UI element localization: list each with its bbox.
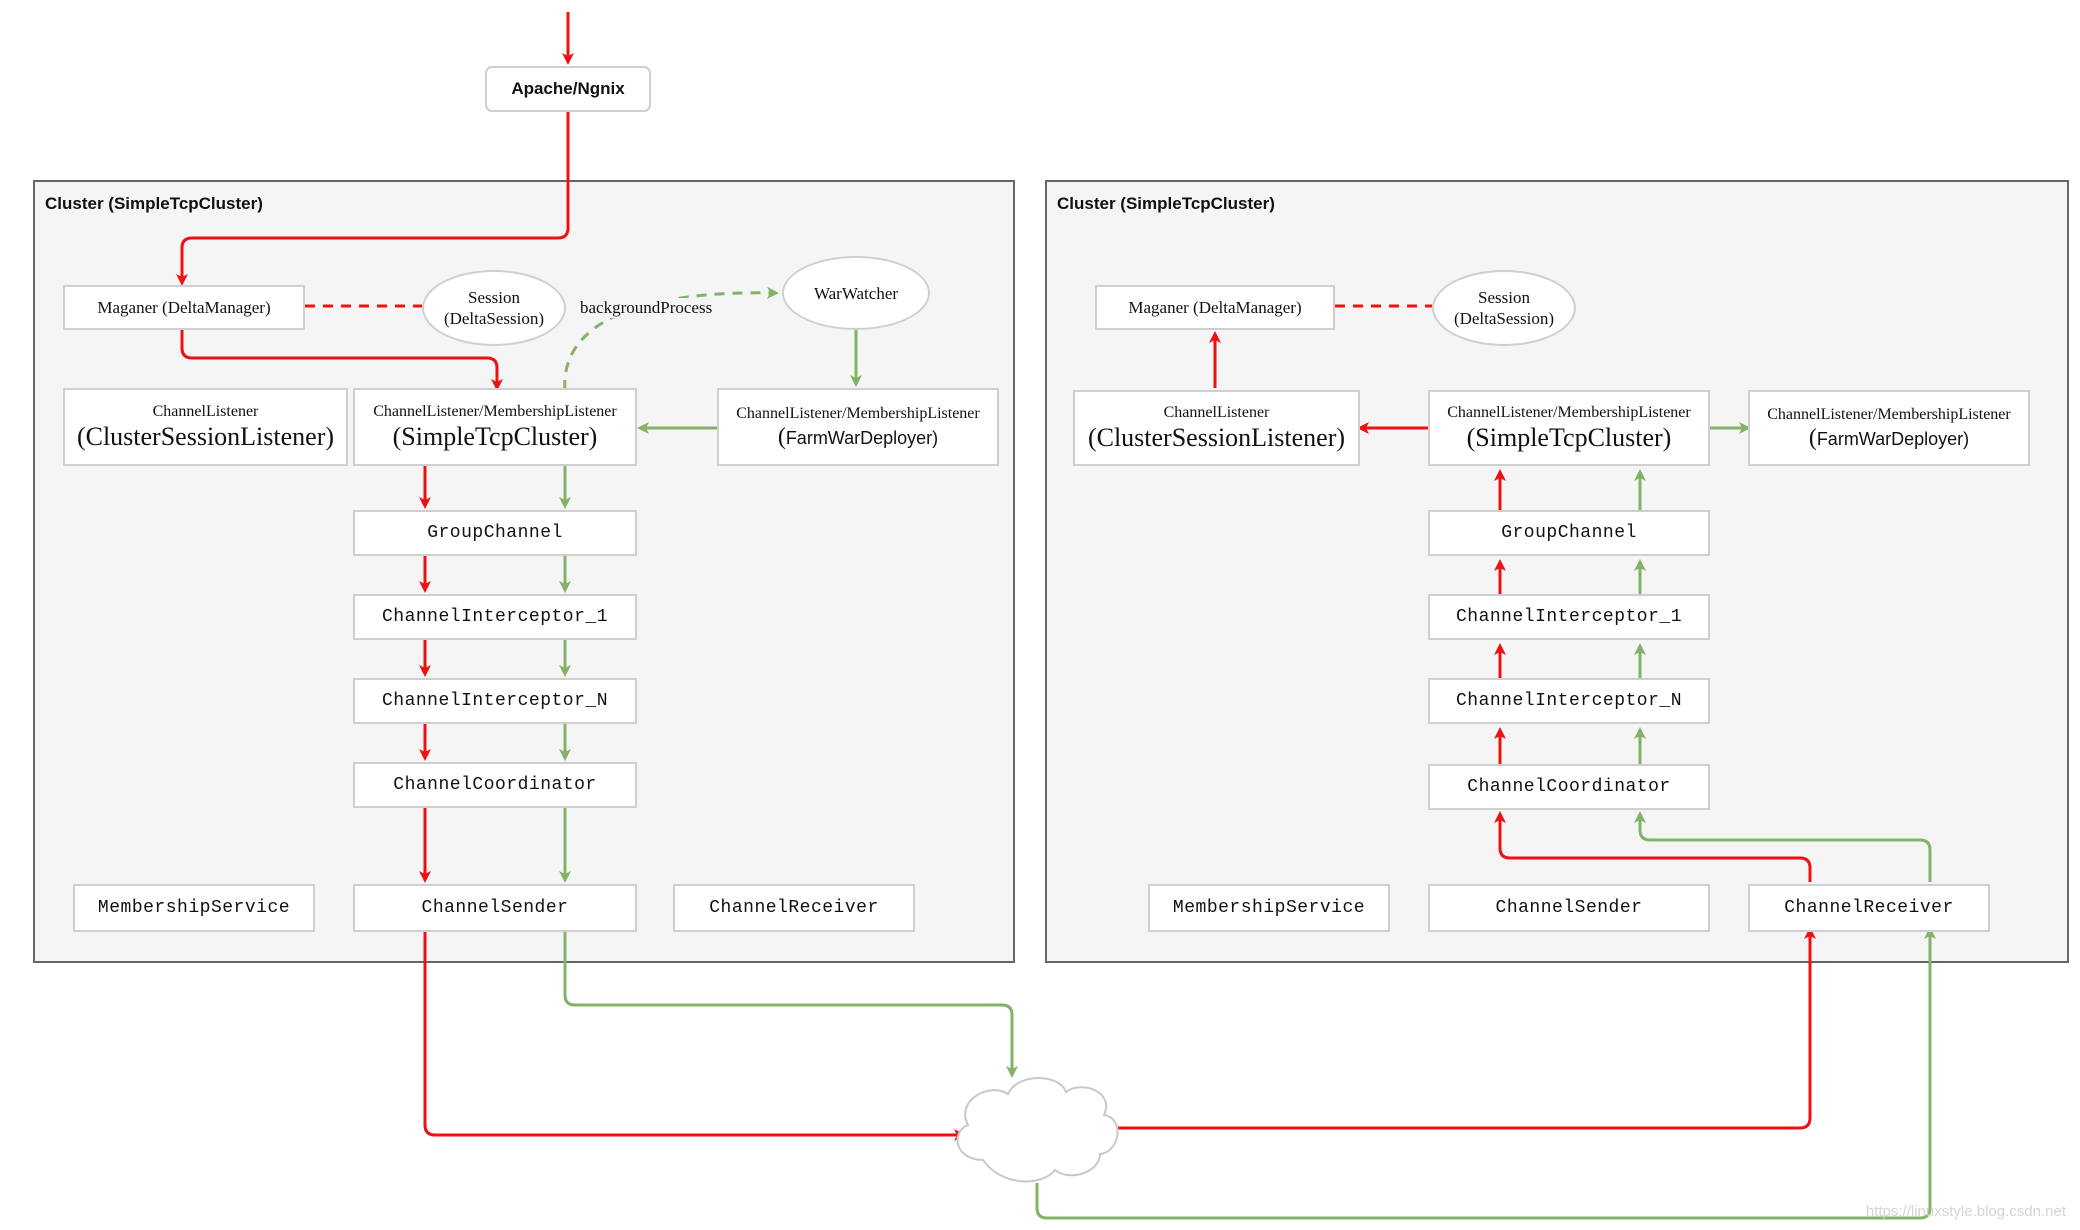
left-session-listener-top: ChannelListener xyxy=(152,403,259,420)
right-farm-listener-top: ChannelListener/MembershipListener xyxy=(1767,405,2011,423)
left-membership-label: MembershipService xyxy=(97,898,291,918)
right-coordinator-box: ChannelCoordinator xyxy=(1428,764,1710,810)
right-farm-listener-mainwrap: (FarmWarDeployer) xyxy=(1809,425,1969,452)
right-coordinator-label: ChannelCoordinator xyxy=(1467,777,1671,797)
left-manager-label: Maganer (DeltaManager) xyxy=(97,297,271,317)
right-sender-box: ChannelSender xyxy=(1428,884,1710,932)
right-interceptor-n-label: ChannelInterceptor_N xyxy=(1455,691,1683,711)
wire-receiver-coordinator-red xyxy=(1494,811,1812,882)
left-interceptor-1-box: ChannelInterceptor_1 xyxy=(353,594,637,640)
right-farm-listener-main: FarmWarDeployer) xyxy=(1816,428,1970,449)
left-cluster-listener-top: ChannelListener/MembershipListener xyxy=(373,403,617,420)
left-interceptor-n-label: ChannelInterceptor_N xyxy=(381,691,609,711)
wire-sender-cloud-red xyxy=(423,932,966,1141)
left-group-channel-label: GroupChannel xyxy=(427,523,563,543)
left-interceptor-1-label: ChannelInterceptor_1 xyxy=(381,607,609,627)
left-session-line2: (DeltaSession) xyxy=(443,309,545,328)
wire-cloud-receiver-green xyxy=(1035,927,1936,1220)
right-manager-box: Maganer (DeltaManager) xyxy=(1095,285,1335,330)
left-farm-listener-top: ChannelListener/MembershipListener xyxy=(736,404,980,422)
right-membership-box: MembershipService xyxy=(1148,884,1390,932)
right-farm-listener-box: ChannelListener/MembershipListener (Farm… xyxy=(1748,390,2030,466)
right-session-listener-main: (ClusterSessionListener) xyxy=(1087,423,1346,452)
right-interceptor-n-box: ChannelInterceptor_N xyxy=(1428,678,1710,724)
right-session-line2: (DeltaSession) xyxy=(1453,309,1555,328)
left-session-ellipse: Session (DeltaSession) xyxy=(422,270,566,346)
wire-background-process xyxy=(563,286,779,391)
left-coordinator-label: ChannelCoordinator xyxy=(393,775,597,795)
apache-nginx-box: Apache/Ngnix xyxy=(485,66,651,112)
left-farm-listener-mainwrap: (FarmWarDeployer) xyxy=(778,424,938,451)
left-session-listener-main: (ClusterSessionListener) xyxy=(76,422,335,451)
right-cluster-listener-main: (SimpleTcpCluster) xyxy=(1466,423,1672,452)
right-session-line1: Session xyxy=(1478,288,1530,307)
left-group-channel-box: GroupChannel xyxy=(353,510,637,556)
wire-apache-manager xyxy=(176,112,570,286)
left-cluster-listener-box: ChannelListener/MembershipListener (Simp… xyxy=(353,388,637,466)
right-group-channel-box: GroupChannel xyxy=(1428,510,1710,556)
network-cloud-icon xyxy=(956,1077,1119,1183)
left-farm-listener-main: FarmWarDeployer) xyxy=(785,427,939,448)
right-cluster-listener-top: ChannelListener/MembershipListener xyxy=(1447,404,1691,421)
left-cluster-listener-main: (SimpleTcpCluster) xyxy=(392,422,598,451)
apache-nginx-label: Apache/Ngnix xyxy=(511,79,625,98)
left-farm-listener-box: ChannelListener/MembershipListener (Farm… xyxy=(717,388,999,466)
wire-cloud-receiver-red xyxy=(1097,927,1816,1130)
left-sender-box: ChannelSender xyxy=(353,884,637,932)
left-session-line1: Session xyxy=(468,288,520,307)
right-session-ellipse: Session (DeltaSession) xyxy=(1432,270,1576,346)
left-receiver-label: ChannelReceiver xyxy=(709,898,879,918)
wire-manager-cluster-left xyxy=(180,330,503,391)
right-interceptor-1-label: ChannelInterceptor_1 xyxy=(1455,607,1683,627)
right-farm-listener-paren: ( xyxy=(1808,424,1817,451)
left-manager-box: Maganer (DeltaManager) xyxy=(63,285,305,330)
right-membership-label: MembershipService xyxy=(1172,898,1366,918)
warwatcher-label: WarWatcher xyxy=(813,283,899,303)
right-receiver-box: ChannelReceiver xyxy=(1748,884,1990,932)
left-session-listener-box: ChannelListener (ClusterSessionListener) xyxy=(63,388,348,466)
wire-receiver-coordinator-green xyxy=(1634,811,1932,882)
right-cluster-title: Cluster (SimpleTcpCluster) xyxy=(1057,194,1275,213)
right-group-channel-label: GroupChannel xyxy=(1501,523,1637,543)
right-sender-label: ChannelSender xyxy=(1495,898,1643,918)
right-manager-label: Maganer (DeltaManager) xyxy=(1128,297,1302,317)
left-cluster-title: Cluster (SimpleTcpCluster) xyxy=(45,194,263,213)
right-cluster-listener-box: ChannelListener/MembershipListener (Simp… xyxy=(1428,390,1710,466)
left-membership-box: MembershipService xyxy=(73,884,315,932)
left-coordinator-box: ChannelCoordinator xyxy=(353,762,637,808)
left-farm-listener-paren: ( xyxy=(777,423,786,450)
background-process-label: backgroundProcess xyxy=(578,298,715,318)
wire-sender-cloud-green xyxy=(563,932,1018,1078)
right-session-listener-top: ChannelListener xyxy=(1163,404,1270,421)
left-receiver-box: ChannelReceiver xyxy=(673,884,915,932)
right-receiver-label: ChannelReceiver xyxy=(1784,898,1954,918)
warwatcher-ellipse: WarWatcher xyxy=(782,256,930,330)
left-interceptor-n-box: ChannelInterceptor_N xyxy=(353,678,637,724)
right-session-listener-box: ChannelListener (ClusterSessionListener) xyxy=(1073,390,1360,466)
watermark: https://linuxstyle.blog.csdn.net xyxy=(1865,1203,2066,1220)
left-sender-label: ChannelSender xyxy=(421,898,569,918)
right-interceptor-1-box: ChannelInterceptor_1 xyxy=(1428,594,1710,640)
